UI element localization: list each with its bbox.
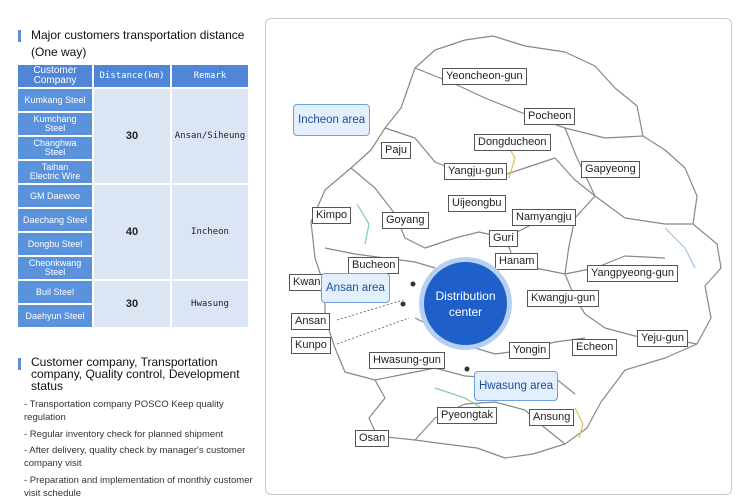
remark-cell: Ansan/Siheung [172,89,248,183]
place-label-guri: Guri [489,230,518,247]
status-bullet: - Preparation and implementation of mont… [24,475,253,499]
incheon-area-label: Incheon area [293,104,371,136]
place-label-namyangju: Namyangju [512,209,576,226]
customer-cell: Buil Steel [18,281,92,303]
distribution-center-line1: Distribution [435,288,496,303]
location-dot [400,301,406,307]
customer-cell: GM Daewoo [18,185,92,207]
status-bullet: - After delivery, quality check by manag… [24,445,246,469]
district-border [564,127,693,225]
place-label-pyeongtak: Pyeongtak [437,407,497,424]
place-label-osan: Osan [355,430,390,447]
status-title-line3: status [31,379,64,393]
section-marker [18,358,21,370]
place-label-hwasung: Hwasung-gun [369,352,445,369]
place-label-yangju: Yangju-gun [444,163,508,180]
place-label-yeju: Yeju-gun [637,330,689,347]
road-line [574,407,584,439]
place-label-echeon: Echeon [572,339,618,356]
road-line [356,203,370,245]
place-label-pocheon: Pocheon [524,108,576,125]
customer-cell: Cheonkwang Steel [18,257,92,279]
distance-cell: 30 [94,281,170,327]
customer-cell: Kumchang Steel [18,113,92,135]
header-customer-company: Customer Company [18,65,92,87]
place-label-dongducheon: Dongducheon [474,134,551,151]
transport-title-line2: (One way) [31,45,87,59]
customer-cell: Dongbu Steel [18,233,92,255]
road-line [664,227,696,269]
status-section-title: Customer company, Transportation company… [18,356,258,396]
place-label-kwangju: Kwangju-gun [527,290,600,307]
place-label-uijeongbu: Uijeongbu [448,195,506,212]
pointer-line [336,317,410,345]
location-dot [464,366,470,372]
header-distance: Distance(km) [94,65,170,87]
customer-cell: Taihan Electric Wire [18,161,92,183]
place-label-paju: Paju [381,142,412,159]
place-label-hanam: Hanam [495,253,539,270]
place-label-kwangmyeong: Kwan [289,274,325,291]
customer-cell: Kumkang Steel [18,89,92,111]
hwasung-area-label: Hwasung area [474,371,559,401]
customer-cell: Daechang Steel [18,209,92,231]
place-label-ansung: Ansung [529,409,575,426]
customer-cell: Daehyun Steel [18,305,92,327]
remark-cell: Incheon [172,185,248,279]
place-label-ansan: Ansan [291,313,331,330]
transport-title-line1: Major customers transportation distance [31,28,245,42]
distribution-center-marker: Distribution center [419,257,512,350]
header-remark: Remark [172,65,248,87]
status-bullet: - Transportation company POSCO Keep qual… [24,399,224,423]
status-title-line2: company, Quality control, Development [31,367,240,381]
status-bullet: - Regular inventory check for planned sh… [24,429,224,440]
status-title-line1: Customer company, Transportation [31,355,218,369]
place-label-yangpyeong: Yangpyeong-gun [587,265,678,282]
district-border [414,401,566,445]
distance-cell: 40 [94,185,170,279]
transport-section-title: Major customers transportation distance … [18,28,258,60]
ansan-area-label: Ansan area [321,273,390,303]
section-marker [18,30,21,42]
customer-cell: Changhwa Steel [18,137,92,159]
region-outline [310,35,722,459]
road-line [434,387,486,411]
district-border [564,195,596,275]
distribution-center-line2: center [448,304,483,319]
place-label-yongin: Yongin [509,342,551,359]
pointer-line [336,299,404,321]
remark-cell: Hwasung [172,281,248,327]
place-label-kunpo: Kunpo [291,337,331,354]
distance-cell: 30 [94,89,170,183]
location-dot [410,281,416,287]
place-label-gapyeong: Gapyeong [581,161,640,178]
place-label-kimpo: Kimpo [312,207,352,224]
place-label-bucheon: Bucheon [348,257,400,274]
place-label-goyang: Goyang [382,212,429,229]
place-label-yeoncheon: Yeoncheon-gun [442,68,527,85]
